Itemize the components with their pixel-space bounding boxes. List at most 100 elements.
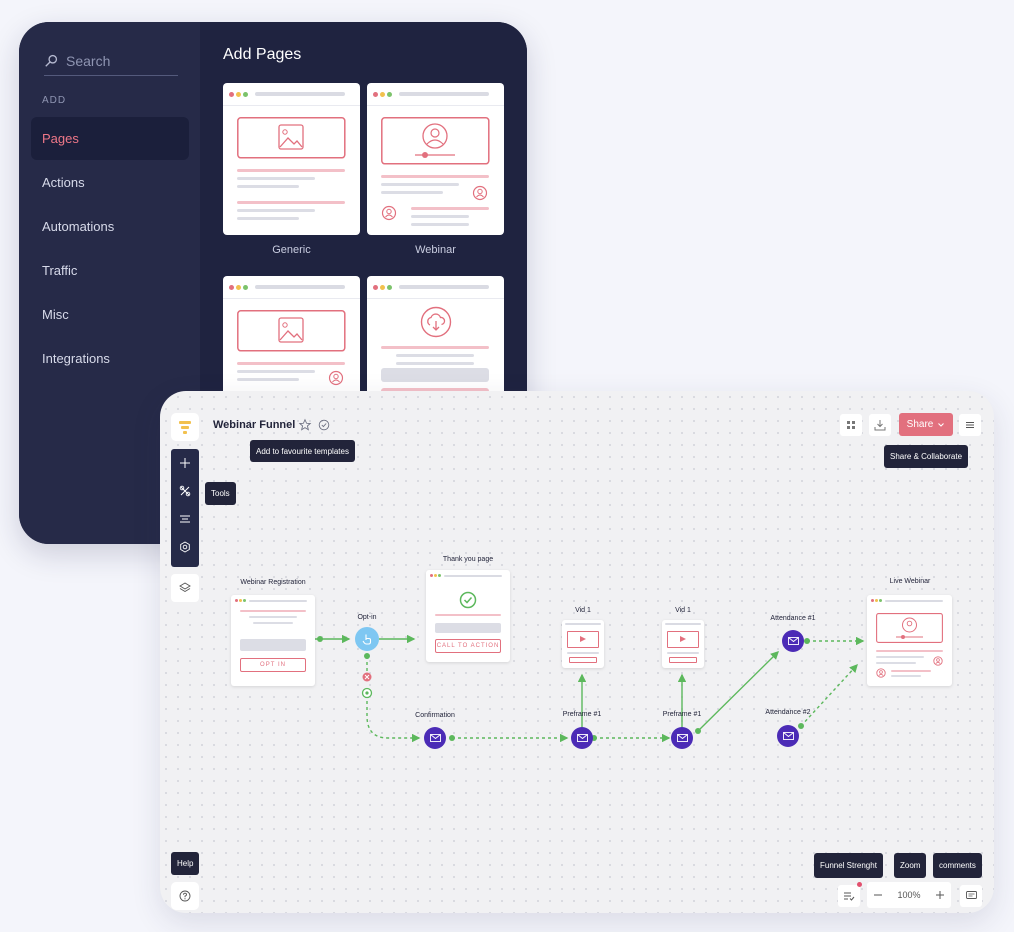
attendance-2-email-node[interactable]	[777, 725, 799, 747]
search-placeholder: Search	[66, 52, 111, 69]
error-marker-icon	[362, 672, 372, 682]
template-card-webinar[interactable]	[367, 83, 504, 235]
nav-item-misc[interactable]: Misc	[42, 307, 69, 322]
node-label-preframe-b: Preframe #1	[662, 711, 702, 718]
registration-page-node[interactable]: OPT IN	[231, 595, 315, 686]
envelope-icon	[782, 732, 794, 740]
tools-toolbar	[171, 449, 199, 567]
video-presenter-icon	[876, 613, 943, 643]
settings-tool[interactable]	[171, 533, 199, 561]
node-label-opt-in: Opt-in	[357, 614, 377, 621]
live-webinar-page-node[interactable]	[867, 595, 952, 686]
layers-button[interactable]	[171, 574, 199, 602]
favourite-tooltip: Add to favourite templates	[250, 440, 355, 462]
check-circle-icon[interactable]	[317, 418, 331, 432]
fit-screen-button[interactable]	[840, 414, 862, 436]
envelope-icon	[676, 734, 688, 742]
success-check-icon	[459, 591, 477, 609]
fit-screen-icon	[847, 421, 855, 429]
share-label: Share	[906, 419, 934, 430]
list-check-icon	[844, 892, 855, 901]
search-field[interactable]: Search	[44, 46, 178, 76]
download-button[interactable]	[869, 414, 891, 436]
thank-you-page-node[interactable]: CALL TO ACTION	[426, 570, 510, 662]
attendance-1-email-node[interactable]	[782, 630, 804, 652]
user-icon	[381, 205, 397, 221]
zoom-tooltip: Zoom	[894, 853, 927, 878]
help-button[interactable]	[171, 882, 199, 910]
library-sidebar: Search ADD Pages Actions Automations Tra…	[19, 22, 200, 544]
zoom-control: 100%	[867, 882, 951, 908]
envelope-icon	[576, 734, 588, 742]
nav-item-integrations[interactable]: Integrations	[42, 351, 110, 366]
preframe-email-node[interactable]	[571, 727, 593, 749]
envelope-icon	[787, 637, 799, 645]
cloud-download-icon	[420, 306, 452, 338]
question-circle-icon	[179, 890, 191, 902]
node-label-registration: Webinar Registration	[240, 579, 306, 586]
envelope-icon	[429, 734, 441, 742]
video-page-node[interactable]	[562, 620, 604, 668]
nav-item-actions[interactable]: Actions	[42, 175, 85, 190]
funnel-strength-button[interactable]	[838, 882, 862, 907]
cta-button[interactable]: CALL TO ACTION	[435, 639, 501, 653]
user-icon	[876, 668, 886, 678]
comment-icon	[965, 891, 977, 899]
user-icon	[472, 185, 488, 201]
node-label-live-webinar: Live Webinar	[889, 578, 931, 585]
share-button[interactable]: Share	[899, 413, 953, 436]
share-collaborate-tooltip: Share & Collaborate	[884, 445, 969, 468]
funnel-title[interactable]: Webinar Funnel	[213, 419, 296, 431]
preframe-email-node[interactable]	[671, 727, 693, 749]
comments-tooltip: comments	[933, 853, 982, 878]
template-label-webinar: Webinar	[415, 244, 456, 256]
plus-icon	[180, 458, 190, 468]
align-tool[interactable]	[171, 505, 199, 533]
opt-in-node[interactable]	[355, 627, 379, 651]
node-label-attendance-1: Attendance #1	[770, 615, 816, 622]
align-icon	[180, 515, 190, 523]
node-label-attendance-2: Attendance #2	[765, 709, 811, 716]
template-card-generic[interactable]	[223, 83, 360, 235]
plus-icon[interactable]	[935, 890, 945, 900]
flow-connectors	[315, 634, 865, 743]
zoom-level: 100%	[897, 890, 921, 900]
confirmation-email-node[interactable]	[424, 727, 446, 749]
user-icon	[933, 656, 943, 666]
play-icon	[680, 636, 686, 642]
image-placeholder-icon	[237, 310, 346, 352]
opt-in-button[interactable]: OPT IN	[240, 658, 306, 672]
comments-button[interactable]	[960, 885, 982, 907]
video-page-node[interactable]	[662, 620, 704, 668]
hand-pointer-icon	[362, 634, 372, 645]
nav-item-pages[interactable]: Pages	[31, 117, 189, 160]
funnel-strength-tooltip: Funnel Strenght	[814, 853, 883, 878]
layers-icon	[179, 582, 191, 593]
star-icon[interactable]	[298, 418, 312, 432]
node-label-vid-a: Vid 1	[575, 607, 591, 614]
gear-icon	[180, 541, 190, 553]
image-placeholder-icon	[237, 117, 346, 159]
nav-item-traffic[interactable]: Traffic	[42, 263, 78, 278]
minus-icon[interactable]	[873, 890, 883, 900]
search-icon	[45, 54, 58, 67]
funnel-logo-icon	[179, 421, 191, 434]
settings-marker-icon	[361, 687, 373, 699]
video-presenter-icon	[381, 117, 490, 165]
tools-icon	[179, 485, 191, 497]
add-tool[interactable]	[171, 449, 199, 477]
node-label-thank-you: Thank you page	[442, 556, 494, 563]
tools-button[interactable]	[171, 477, 199, 505]
play-icon	[580, 636, 586, 642]
node-label-preframe-a: Preframe #1	[562, 711, 602, 718]
notification-dot	[857, 882, 862, 887]
template-label-generic: Generic	[272, 244, 311, 256]
app-logo[interactable]	[171, 413, 199, 441]
user-icon	[328, 370, 344, 386]
funnel-canvas[interactable]: Webinar Funnel Add to favourite template…	[160, 391, 994, 913]
menu-button[interactable]	[959, 414, 981, 436]
section-label: ADD	[42, 95, 67, 106]
hamburger-icon	[966, 422, 974, 428]
nav-item-automations[interactable]: Automations	[42, 219, 115, 234]
add-pages-heading: Add Pages	[223, 46, 302, 63]
